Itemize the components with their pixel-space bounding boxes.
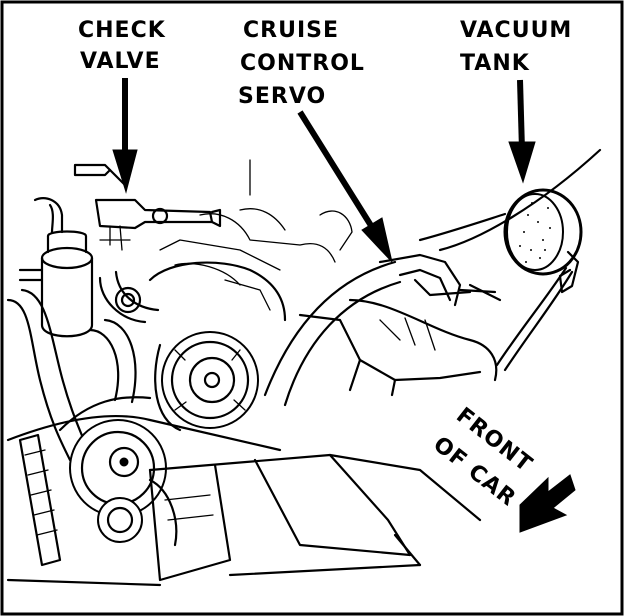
cruise-servo-arrow [297,110,393,264]
canister [18,197,94,338]
cruise-servo-label: CRUISE CONTROL SERVO [238,18,365,109]
front-of-car-label: FRONT OF CAR [428,403,537,512]
left-hoses [6,270,160,462]
front-of-car-arrow [519,474,576,533]
vacuum-tank [495,188,583,372]
check-valve [73,163,222,251]
svg-text:SERVO: SERVO [238,84,326,109]
svg-text:VACUUM: VACUUM [460,18,572,43]
lower-pulleys [18,419,167,567]
vacuum-tank-label: VACUUM TANK [460,18,572,76]
compressor [148,261,287,432]
svg-text:CONTROL: CONTROL [240,51,365,76]
cruise-control-servo [263,253,502,407]
check-valve-arrow [112,78,138,194]
check-valve-label: CHECK VALVE [78,18,166,74]
vacuum-tank-arrow [508,79,536,184]
svg-text:CRUISE: CRUISE [243,18,339,43]
svg-text:TANK: TANK [460,51,530,76]
hood-lines [159,148,602,311]
svg-text:VALVE: VALVE [80,49,161,74]
engine-lines [6,396,482,587]
svg-text:CHECK: CHECK [78,18,166,43]
